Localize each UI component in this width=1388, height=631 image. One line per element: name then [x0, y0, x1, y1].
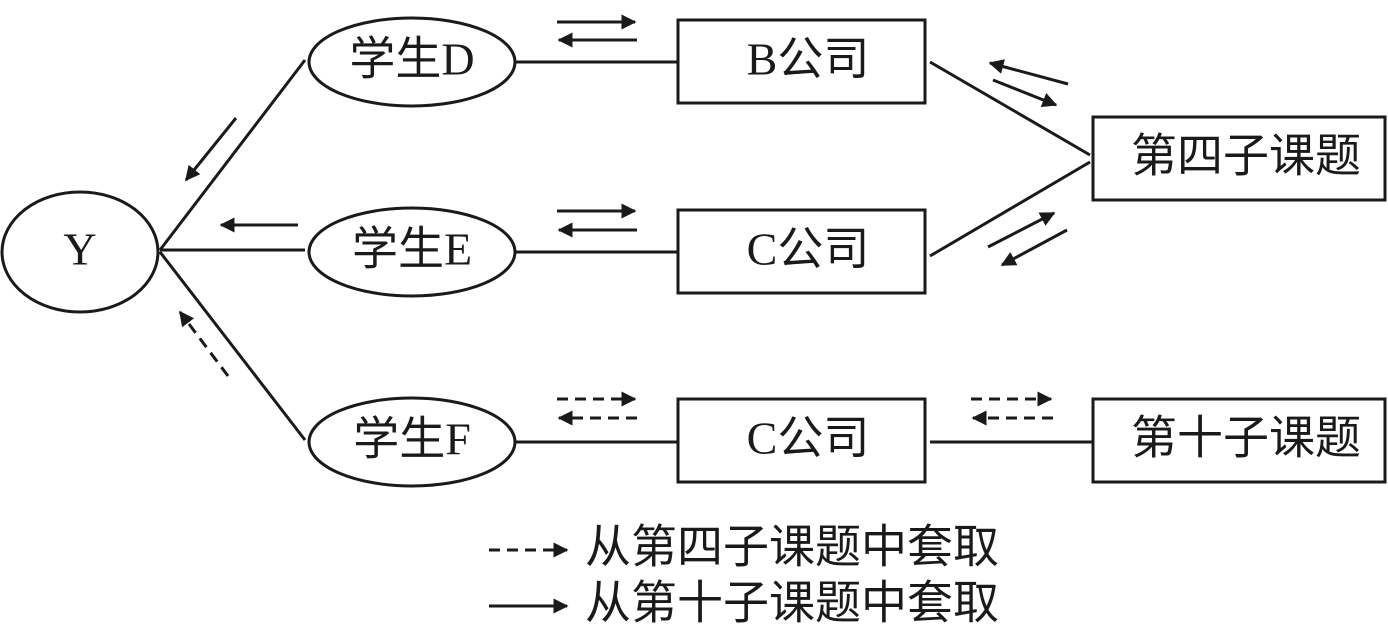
node-company-c-top: C公司: [676, 208, 927, 295]
node-subproject-4: 第四子课题: [1091, 115, 1387, 202]
node-student-f-label: 学生F: [353, 414, 471, 465]
edge-company-c-subproject-4: [929, 160, 1091, 258]
node-company-c-bottom: C公司: [676, 397, 927, 484]
node-student-f: 学生F: [307, 396, 517, 488]
edge-y-student-f: [158, 251, 307, 441]
node-subproject-4-label: 第四子课题: [1131, 131, 1361, 182]
node-y-label: Y: [63, 224, 96, 275]
legend: 从第四子课题中套取 从第十子课题中套取: [489, 522, 999, 629]
node-company-b: B公司: [676, 18, 927, 105]
node-student-d: 学生D: [307, 16, 517, 108]
arrow-subproject4-to-b: [988, 59, 1069, 86]
node-student-d-label: 学生D: [349, 34, 474, 85]
node-company-c-top-label: C公司: [747, 224, 870, 275]
legend-solid-label: 从第十子课题中套取: [585, 578, 999, 629]
arrow-subproject4-to-c: [1000, 228, 1068, 267]
node-student-e-label: 学生E: [352, 224, 472, 275]
edge-y-student-d: [158, 59, 307, 251]
node-student-e: 学生E: [307, 206, 517, 298]
arrow-b-to-subproject4: [992, 78, 1058, 107]
arrow-f-to-y-dashed: [178, 310, 230, 377]
node-subproject-10-label: 第十子课题: [1131, 413, 1361, 464]
node-subproject-10: 第十子课题: [1091, 397, 1387, 484]
node-y: Y: [0, 190, 160, 314]
arrow-d-to-y: [184, 117, 238, 182]
edge-company-b-subproject-4: [929, 60, 1091, 157]
legend-dashed-label: 从第四子课题中套取: [585, 522, 999, 573]
node-company-b-label: B公司: [747, 34, 870, 85]
arrow-c-to-subproject4: [987, 211, 1056, 249]
node-company-c-bottom-label: C公司: [747, 413, 870, 464]
